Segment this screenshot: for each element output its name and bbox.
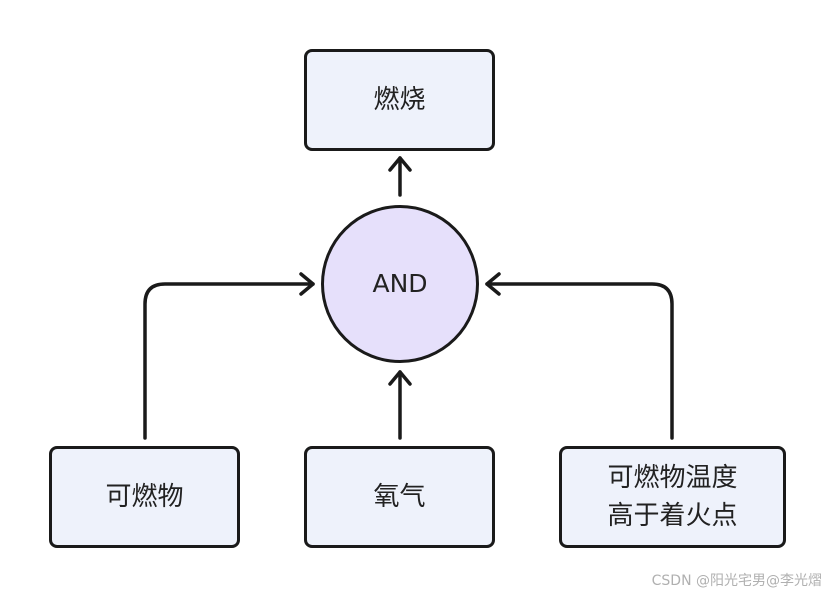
oxygen-node: 氧气 (304, 446, 495, 548)
arrow-oxygen-to-and (388, 370, 412, 440)
temperature-label-line2: 高于着火点 (607, 501, 738, 531)
and-label: AND (372, 269, 428, 298)
oxygen-label: 氧气 (373, 482, 426, 512)
temperature-label-line1: 可燃物温度 (607, 463, 738, 493)
watermark: CSDN @阳光宅男@李光熠 (651, 573, 822, 589)
arrow-fuel-to-and (143, 272, 315, 440)
arrow-and-to-burn (388, 156, 412, 197)
burn-label: 燃烧 (373, 85, 426, 115)
fuel-node: 可燃物 (49, 446, 240, 548)
and-node: AND (321, 205, 479, 363)
fuel-label: 可燃物 (105, 482, 184, 512)
arrow-temp-to-and (485, 272, 674, 440)
temperature-node: 可燃物温度 高于着火点 (559, 446, 786, 548)
burn-node: 燃烧 (304, 49, 495, 151)
